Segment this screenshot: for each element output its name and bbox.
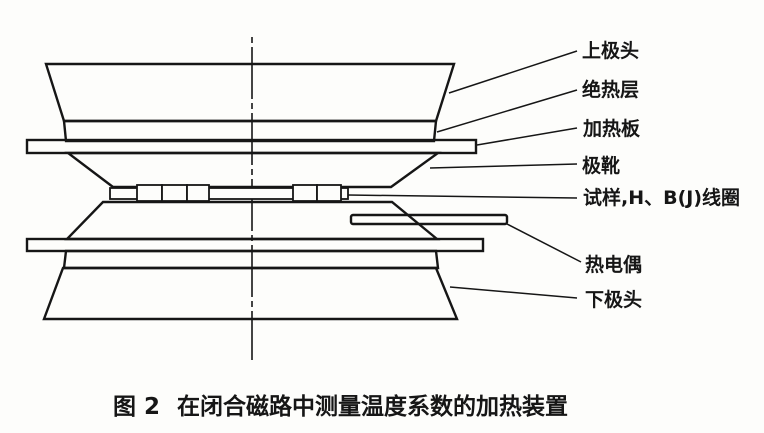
- label-heating-plate: 加热板: [582, 117, 641, 140]
- label-sample-coils: 试样,H、B(J)线圈: [583, 186, 740, 209]
- upper-pole-shoe-shape: [64, 151, 442, 189]
- label-lower-pole-head: 下极头: [585, 288, 642, 311]
- figure-caption-title: 在闭合磁路中测量温度系数的加热装置: [177, 393, 568, 420]
- leader-lower-pole-head: [449, 286, 578, 299]
- leader-upper-pole-head: [448, 50, 578, 94]
- leader-pole-shoe: [429, 163, 578, 169]
- coil-section: [161, 184, 188, 202]
- sample-and-coils-shape: [109, 184, 349, 202]
- leader-insulation-layer: [436, 89, 578, 133]
- coil-section: [186, 184, 210, 202]
- lower-insulation-layer-shape: [62, 249, 440, 270]
- leader-thermocouple: [506, 223, 582, 263]
- lower-pole-head-shape: [42, 266, 459, 321]
- coil-section: [136, 184, 163, 202]
- lower-heating-plate-shape: [25, 237, 485, 253]
- label-insulation-layer: 绝热层: [582, 78, 639, 101]
- coil-section: [316, 184, 342, 202]
- label-upper-pole-head: 上极头: [582, 39, 639, 62]
- coil-section: [292, 184, 318, 202]
- label-pole-shoe: 极靴: [582, 154, 620, 177]
- thermocouple-shape: [349, 213, 509, 226]
- upper-insulation-layer-shape: [62, 119, 438, 143]
- figure-caption-number: 图 2: [113, 394, 160, 420]
- label-thermocouple: 热电偶: [585, 253, 642, 276]
- upper-pole-head-shape: [44, 62, 456, 123]
- leader-heating-plate: [476, 127, 578, 146]
- leader-sample-coils: [347, 194, 578, 199]
